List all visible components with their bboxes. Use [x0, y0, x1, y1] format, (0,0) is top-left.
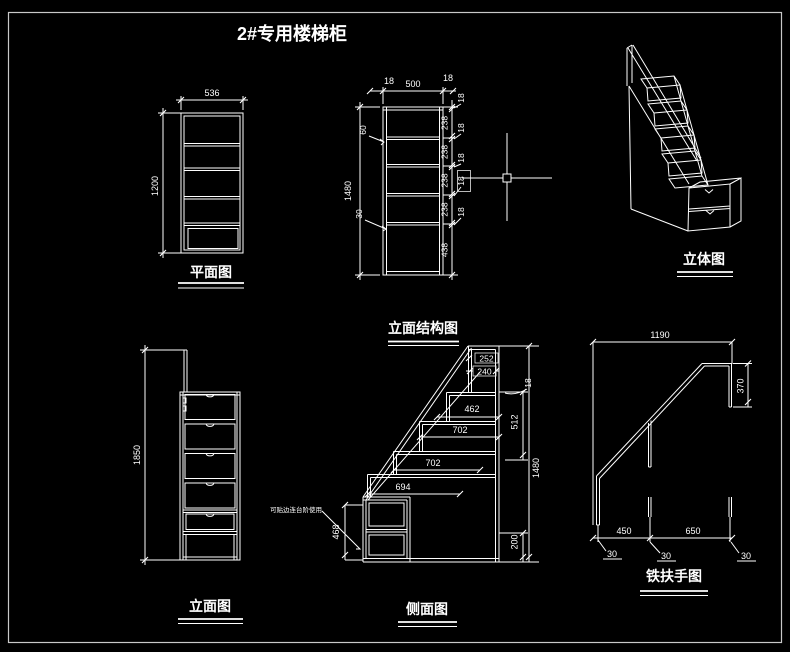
side-note: 可贴边连台阶使用 — [270, 505, 322, 514]
plan-dim-ticks — [159, 96, 247, 257]
fs-dim-bottom-gap: 30 — [354, 209, 364, 219]
fs-dim-r6-box — [457, 170, 471, 192]
fs-dim-top-right: 18 — [443, 73, 453, 83]
handrail-geometry — [592, 341, 756, 562]
handrail-post-dim-3: 30 — [741, 551, 751, 561]
side-total-height-dim: 1480 — [531, 458, 541, 478]
handrail-span-right-dim: 650 — [685, 526, 700, 536]
side-step1-dim: 462 — [464, 404, 479, 414]
handrail-view: 1190 370 450 650 30 30 30 铁扶手图 — [589, 330, 756, 596]
fs-dim-total-height: 1480 — [343, 181, 353, 201]
plan-view: 536 1200 平面图 — [150, 88, 248, 289]
side-step4-dim: 694 — [395, 482, 410, 492]
iso-view: 立体图 — [626, 44, 742, 277]
plan-geometry — [158, 96, 248, 258]
handrail-span-left-dim: 450 — [616, 526, 631, 536]
side-top-depth-inner-dim: 240 — [477, 367, 491, 377]
side-step3-dim: 702 — [425, 458, 440, 468]
iso-view-label: 立体图 — [683, 251, 725, 267]
fs-dim-r4: 18 — [456, 153, 466, 163]
side-base-height-dim: 200 — [510, 534, 520, 549]
front-structure-view-label: 立面结构图 — [388, 320, 458, 336]
fs-dim-top-gap: 60 — [358, 125, 368, 135]
handrail-view-label: 铁扶手图 — [646, 568, 702, 584]
fs-dim-r3: 238 — [440, 145, 450, 159]
sheet-border — [7, 11, 783, 644]
front-view-label: 立面图 — [189, 598, 231, 614]
fs-dim-r6: 18 — [456, 176, 466, 186]
front-geometry — [140, 345, 241, 565]
fs-dim-r5: 238 — [440, 173, 450, 187]
fs-dim-top-left: 18 — [384, 76, 394, 86]
side-upper-height-dim: 512 — [510, 414, 520, 429]
drawing-title: 2#专用楼梯柜 — [237, 23, 347, 44]
handrail-drop-dim: 370 — [736, 378, 746, 393]
crosshair-pickbox — [502, 173, 512, 183]
fs-dim-r0: 18 — [456, 93, 466, 103]
fs-dim-r7: 238 — [440, 202, 450, 216]
side-view-label: 侧面图 — [406, 601, 448, 617]
plan-view-label: 平面图 — [190, 264, 232, 280]
plan-width-dim: 536 — [204, 88, 219, 98]
fs-dim-r2: 18 — [456, 123, 466, 133]
front-structure-view: 18 500 18 1480 60 30 18 238 18 238 18 23… — [343, 73, 471, 346]
front-structure-dim-ticks — [356, 87, 457, 279]
side-drawer-height-dim: 468 — [331, 524, 341, 539]
side-geometry — [321, 345, 539, 563]
crosshair-lines — [462, 133, 552, 221]
handrail-dim-ticks — [589, 338, 752, 542]
fs-dim-r8: 18 — [456, 207, 466, 217]
side-step2-dim: 702 — [452, 425, 467, 435]
iso-geometry — [626, 44, 742, 232]
front-dim-ticks — [141, 346, 149, 564]
crosshair-cursor — [462, 133, 552, 221]
handrail-post-dim-2: 30 — [661, 551, 671, 561]
plan-height-dim: 1200 — [150, 176, 160, 196]
front-structure-geometry — [355, 87, 462, 280]
side-top-depth-dim: 252 — [479, 354, 493, 364]
handrail-post-dim-1: 30 — [607, 549, 617, 559]
side-dim-240-box — [472, 365, 497, 377]
side-dim-252-box — [474, 352, 499, 364]
fs-dim-r1: 238 — [440, 116, 450, 130]
front-view: 1850 立面图 — [132, 345, 243, 624]
fs-dim-top-mid: 500 — [405, 79, 420, 89]
side-panel-thickness-dim: 18 — [523, 378, 533, 388]
front-height-dim: 1850 — [132, 445, 142, 465]
handrail-width-dim: 1190 — [650, 330, 669, 340]
side-view: 252 240 462 702 702 694 468 可贴边连台阶使用 18 … — [270, 342, 541, 627]
fs-dim-r9: 438 — [440, 243, 450, 257]
